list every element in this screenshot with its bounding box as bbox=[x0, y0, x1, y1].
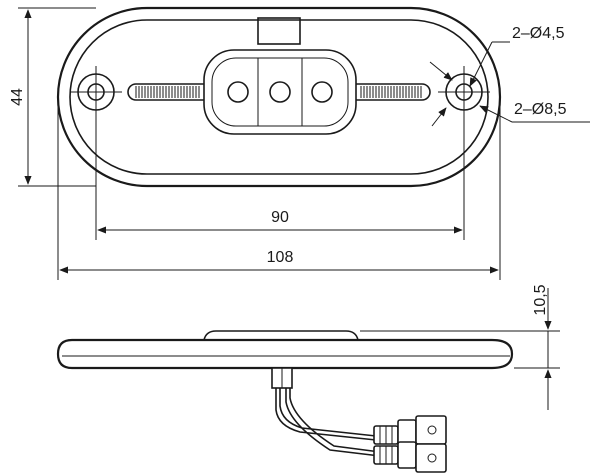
top-view bbox=[56, 6, 502, 188]
dim-overall-length-text: 108 bbox=[267, 249, 294, 266]
inner-lens bbox=[69, 19, 489, 175]
led-2 bbox=[269, 81, 291, 103]
dim-hole-spacing: 90 bbox=[95, 118, 465, 240]
led-3 bbox=[311, 81, 333, 103]
dim-hole-spacing-text: 90 bbox=[271, 209, 289, 226]
left-mounting-hole bbox=[70, 66, 122, 118]
connector-1 bbox=[373, 415, 447, 447]
led-1 bbox=[227, 81, 249, 103]
dim-large-hole: 2–Ø8,5 bbox=[431, 101, 590, 127]
dim-side-height: 10,5 bbox=[360, 284, 560, 410]
dim-small-hole: 2–Ø4,5 bbox=[429, 25, 565, 87]
top-tab bbox=[257, 17, 301, 45]
dim-height-top-text: 44 bbox=[9, 88, 26, 106]
dim-height-top: 44 bbox=[9, 7, 96, 187]
side-lens-dome bbox=[203, 330, 359, 341]
dim-side-height-text: 10,5 bbox=[532, 284, 549, 315]
side-view bbox=[56, 330, 514, 473]
dim-large-hole-text: 2–Ø8,5 bbox=[514, 101, 567, 118]
dim-overall-length: 108 bbox=[57, 96, 501, 280]
cable-exit bbox=[271, 367, 293, 389]
side-base bbox=[56, 338, 514, 370]
right-mounting-hole bbox=[438, 66, 490, 118]
dim-small-hole-text: 2–Ø4,5 bbox=[512, 25, 565, 42]
led-module bbox=[203, 49, 357, 135]
wire-harness bbox=[275, 388, 381, 457]
connector-2 bbox=[373, 441, 447, 473]
